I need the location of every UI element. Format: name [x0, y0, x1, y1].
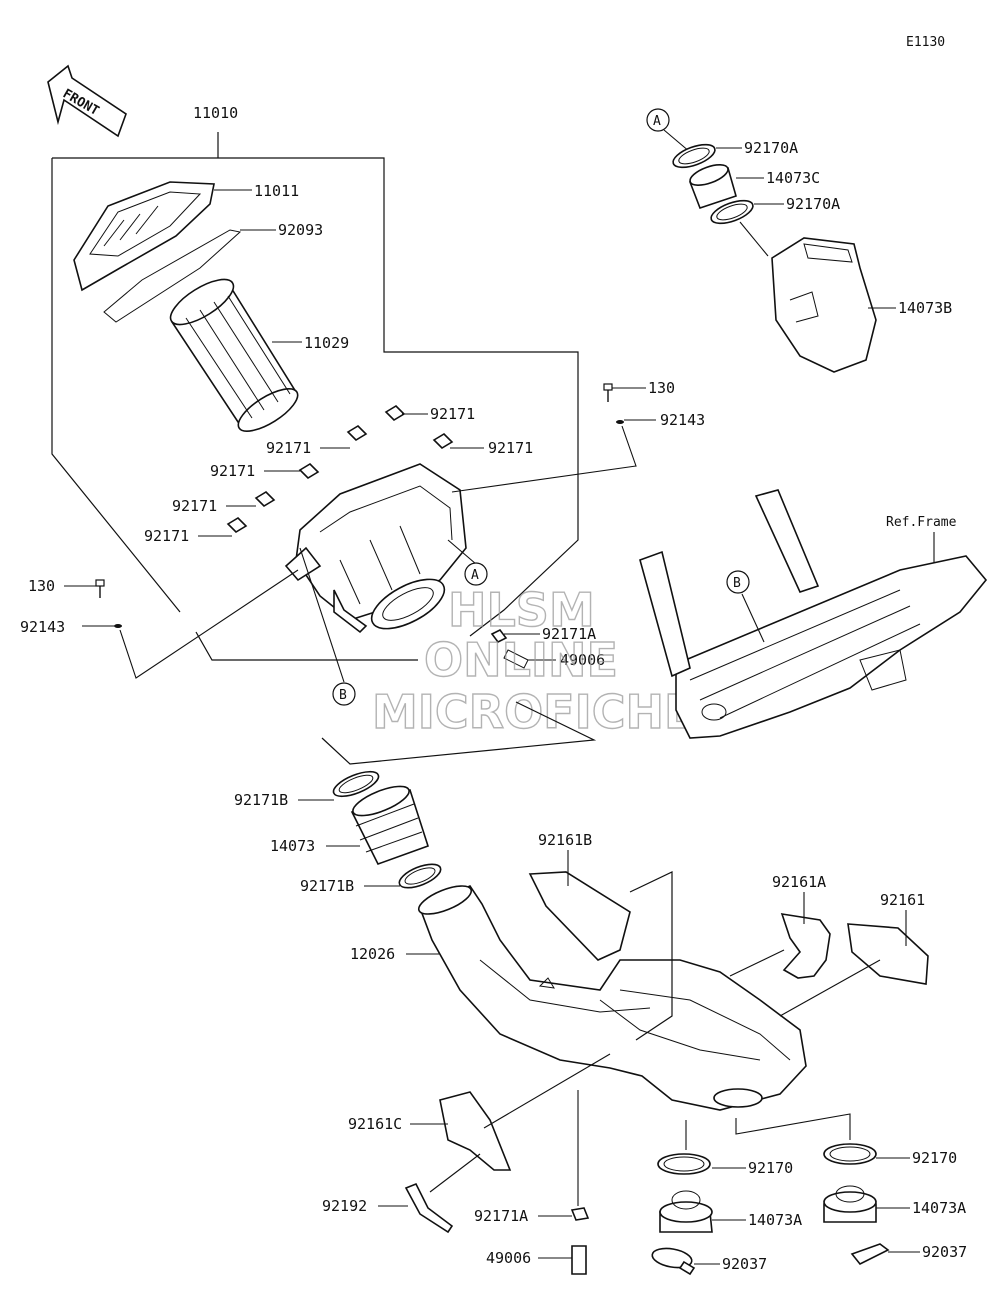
- part-92171-b: 92171: [266, 439, 311, 457]
- part-92171-d: 92171: [210, 462, 255, 480]
- clamp-92171b-bottom: [398, 863, 442, 889]
- part-92161: 92161: [880, 891, 925, 909]
- part-130-left: 130: [28, 577, 55, 595]
- svg-text:MICROFICHE: MICROFICHE: [372, 685, 695, 739]
- callout-a-airbox: [464, 562, 488, 586]
- clamp-92170-left: [657, 1153, 711, 1175]
- gasket-92093: [103, 229, 242, 323]
- part-92171b-2: 92171B: [300, 877, 354, 895]
- clamp-92037-right: [850, 1243, 890, 1266]
- hose-49006-bottom: [571, 1245, 587, 1275]
- clamp-92037-left: [651, 1247, 696, 1276]
- part-49006-bottom: 49006: [486, 1249, 531, 1267]
- part-14073a-2: 14073A: [912, 1199, 966, 1217]
- ref-frame-label: Ref.Frame: [886, 515, 957, 530]
- part-14073b: 14073B: [898, 299, 952, 317]
- clip-92171a-top: [490, 628, 508, 644]
- part-92170-2: 92170: [912, 1149, 957, 1167]
- front-arrow-icon: FRONT: [47, 64, 127, 138]
- hose-49006-top: [503, 649, 529, 669]
- part-92170a-2: 92170A: [786, 195, 840, 213]
- part-92171-e: 92171: [172, 497, 217, 515]
- clamp-92170a-top: [672, 143, 716, 169]
- part-49006-top: 49006: [560, 651, 605, 669]
- filter-element-11029: [169, 278, 299, 432]
- hose-92192: [404, 1182, 454, 1234]
- assembly-11010-frame: [51, 132, 579, 661]
- part-92170a-1: 92170A: [744, 139, 798, 157]
- part-92171a-top: 92171A: [542, 625, 596, 643]
- part-92161a: 92161A: [772, 873, 826, 891]
- part-92161b: 92161B: [538, 831, 592, 849]
- duct-14073b: [771, 237, 877, 373]
- part-14073: 14073: [270, 837, 315, 855]
- clamp-92171b-top: [332, 770, 380, 798]
- pad-92161: [847, 923, 929, 985]
- part-12026: 12026: [350, 945, 395, 963]
- duct-14073c: [688, 164, 737, 210]
- part-92171b-1: 92171B: [234, 791, 288, 809]
- part-92161c: 92161C: [348, 1115, 402, 1133]
- vehicle-frame: [639, 489, 988, 739]
- diagram-code: E1130: [906, 35, 945, 50]
- duct-14073: [350, 785, 429, 865]
- part-11029: 11029: [304, 334, 349, 352]
- part-11010: 11010: [193, 104, 238, 122]
- pad-92161b: [528, 871, 631, 961]
- part-130-top: 130: [648, 379, 675, 397]
- part-92143-left: 92143: [20, 618, 65, 636]
- watermark: HLSM ONLINE MICROFICHE: [371, 582, 696, 739]
- bolt-130-left: [95, 579, 122, 628]
- clamp-92170a-bottom: [710, 199, 754, 225]
- clip-group-92171: [226, 404, 454, 534]
- callout-a-airbox-label: A: [471, 568, 479, 583]
- part-14073a-1: 14073A: [748, 1211, 802, 1229]
- clamp-92170-right: [823, 1143, 877, 1165]
- callout-b-frame-label: B: [733, 576, 741, 591]
- boot-14073a-left: [659, 1190, 713, 1233]
- svg-text:HLSM: HLSM: [448, 583, 595, 637]
- clip-92171a-bottom: [570, 1207, 590, 1221]
- callout-b-airbox-label: B: [339, 688, 347, 703]
- part-14073c: 14073C: [766, 169, 820, 187]
- part-92171-f: 92171: [144, 527, 189, 545]
- air-box-housing: [284, 463, 467, 634]
- callout-a-top: [646, 108, 670, 132]
- part-92171a-bottom: 92171A: [474, 1207, 528, 1225]
- callout-b-frame: [726, 570, 750, 594]
- part-92171-c: 92171: [488, 439, 533, 457]
- part-92192: 92192: [322, 1197, 367, 1215]
- bolt-130-top: [603, 383, 624, 424]
- pad-92161a: [780, 913, 831, 979]
- pad-92161c: [439, 1091, 512, 1171]
- part-92037-2: 92037: [922, 1243, 967, 1261]
- air-filter-cover: [73, 181, 215, 292]
- part-11011: 11011: [254, 182, 299, 200]
- part-92037-1: 92037: [722, 1255, 767, 1273]
- callout-a-top-label: A: [653, 114, 661, 129]
- part-92170-1: 92170: [748, 1159, 793, 1177]
- part-92093: 92093: [278, 221, 323, 239]
- callout-b-airbox: [332, 682, 356, 706]
- part-92171-a: 92171: [430, 405, 475, 423]
- intake-duct-12026: [417, 884, 807, 1111]
- part-92143-top: 92143: [660, 411, 705, 429]
- svg-text:ONLINE: ONLINE: [424, 633, 618, 687]
- boot-14073a-right: [823, 1185, 877, 1223]
